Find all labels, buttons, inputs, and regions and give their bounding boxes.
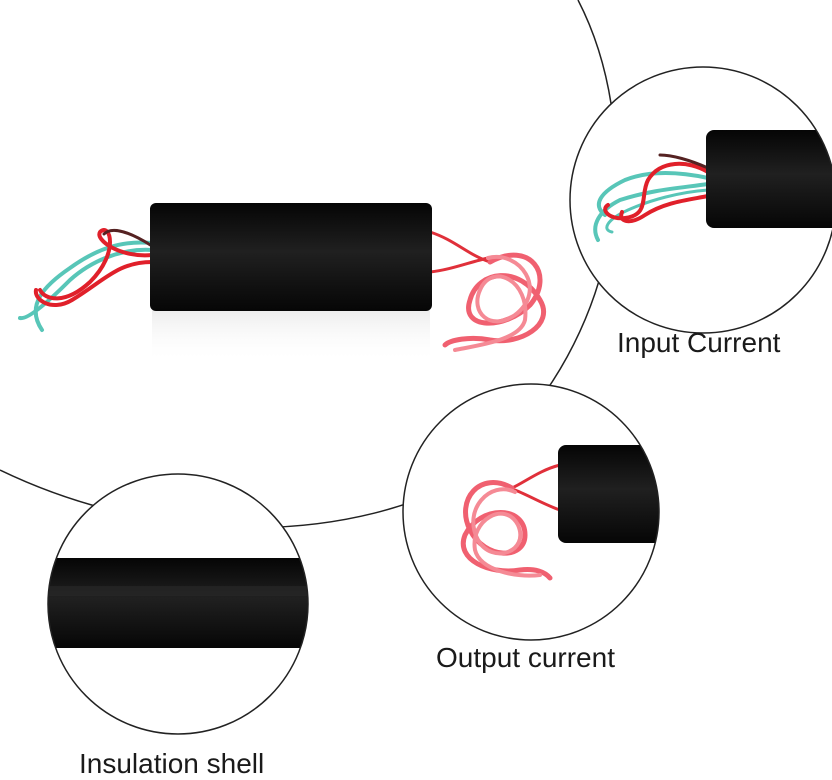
input-current-label: Input Current	[617, 327, 781, 358]
input-zoom-outline	[569, 66, 832, 334]
module-reflection	[152, 308, 430, 363]
module-body	[150, 203, 432, 311]
output-zoom-circle	[402, 383, 660, 641]
output-wires	[428, 230, 546, 352]
transformer-module	[18, 203, 546, 363]
insulation-zoom-outline	[47, 473, 309, 735]
output-current-label: Output current	[436, 642, 615, 673]
output-zoom-outline	[402, 383, 660, 641]
insulation-shell-label: Insulation shell	[79, 748, 265, 779]
input-wires	[18, 228, 154, 332]
insulation-zoom-circle	[47, 473, 309, 735]
input-zoom-circle	[569, 66, 832, 334]
